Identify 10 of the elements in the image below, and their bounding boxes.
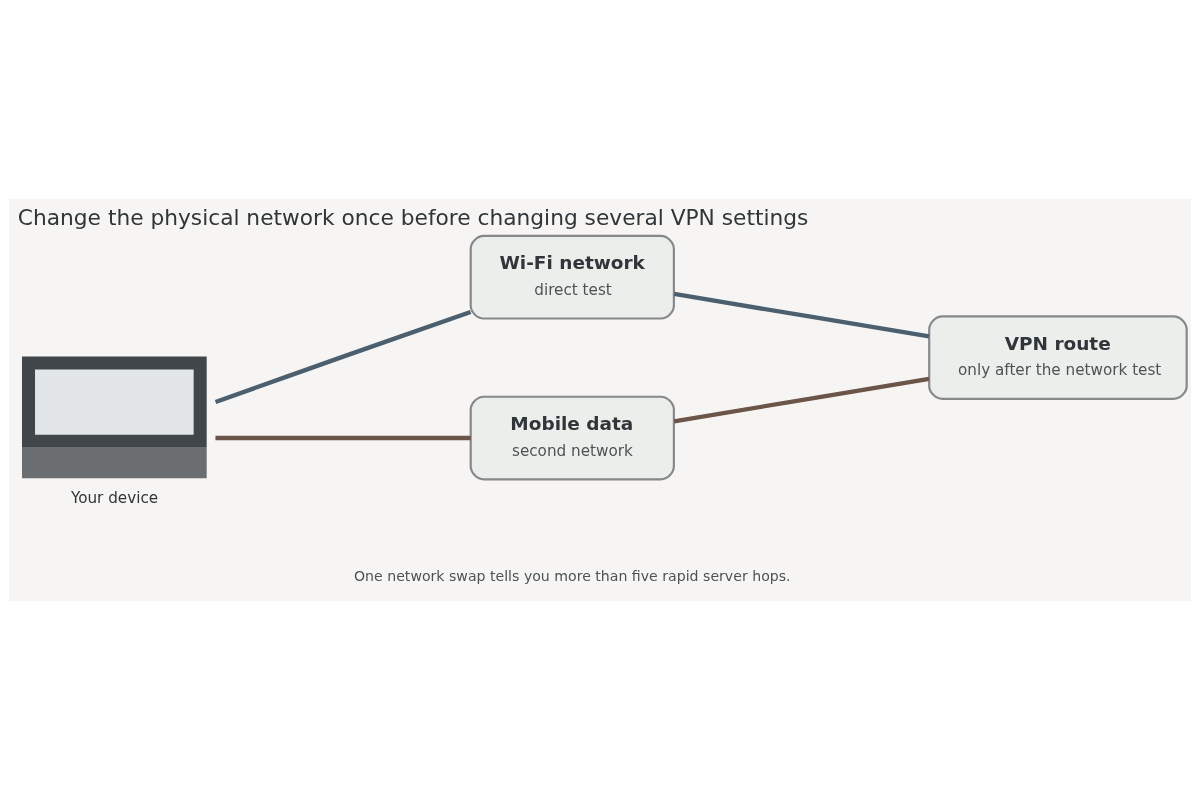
node-box: VPN route only after the network test xyxy=(928,315,1188,400)
node-label: Your device xyxy=(70,489,159,508)
connector xyxy=(215,435,471,441)
connector xyxy=(214,310,472,405)
node-box: Wi-Fi network direct test xyxy=(469,234,675,320)
diagram-title: Change the physical network once before changing several VPN settings xyxy=(17,205,809,231)
caption: One network swap tells you more than five rapid server hops. xyxy=(354,567,791,584)
connector xyxy=(673,291,930,339)
node-box: Mobile data second network xyxy=(469,395,675,481)
connector xyxy=(673,376,930,424)
